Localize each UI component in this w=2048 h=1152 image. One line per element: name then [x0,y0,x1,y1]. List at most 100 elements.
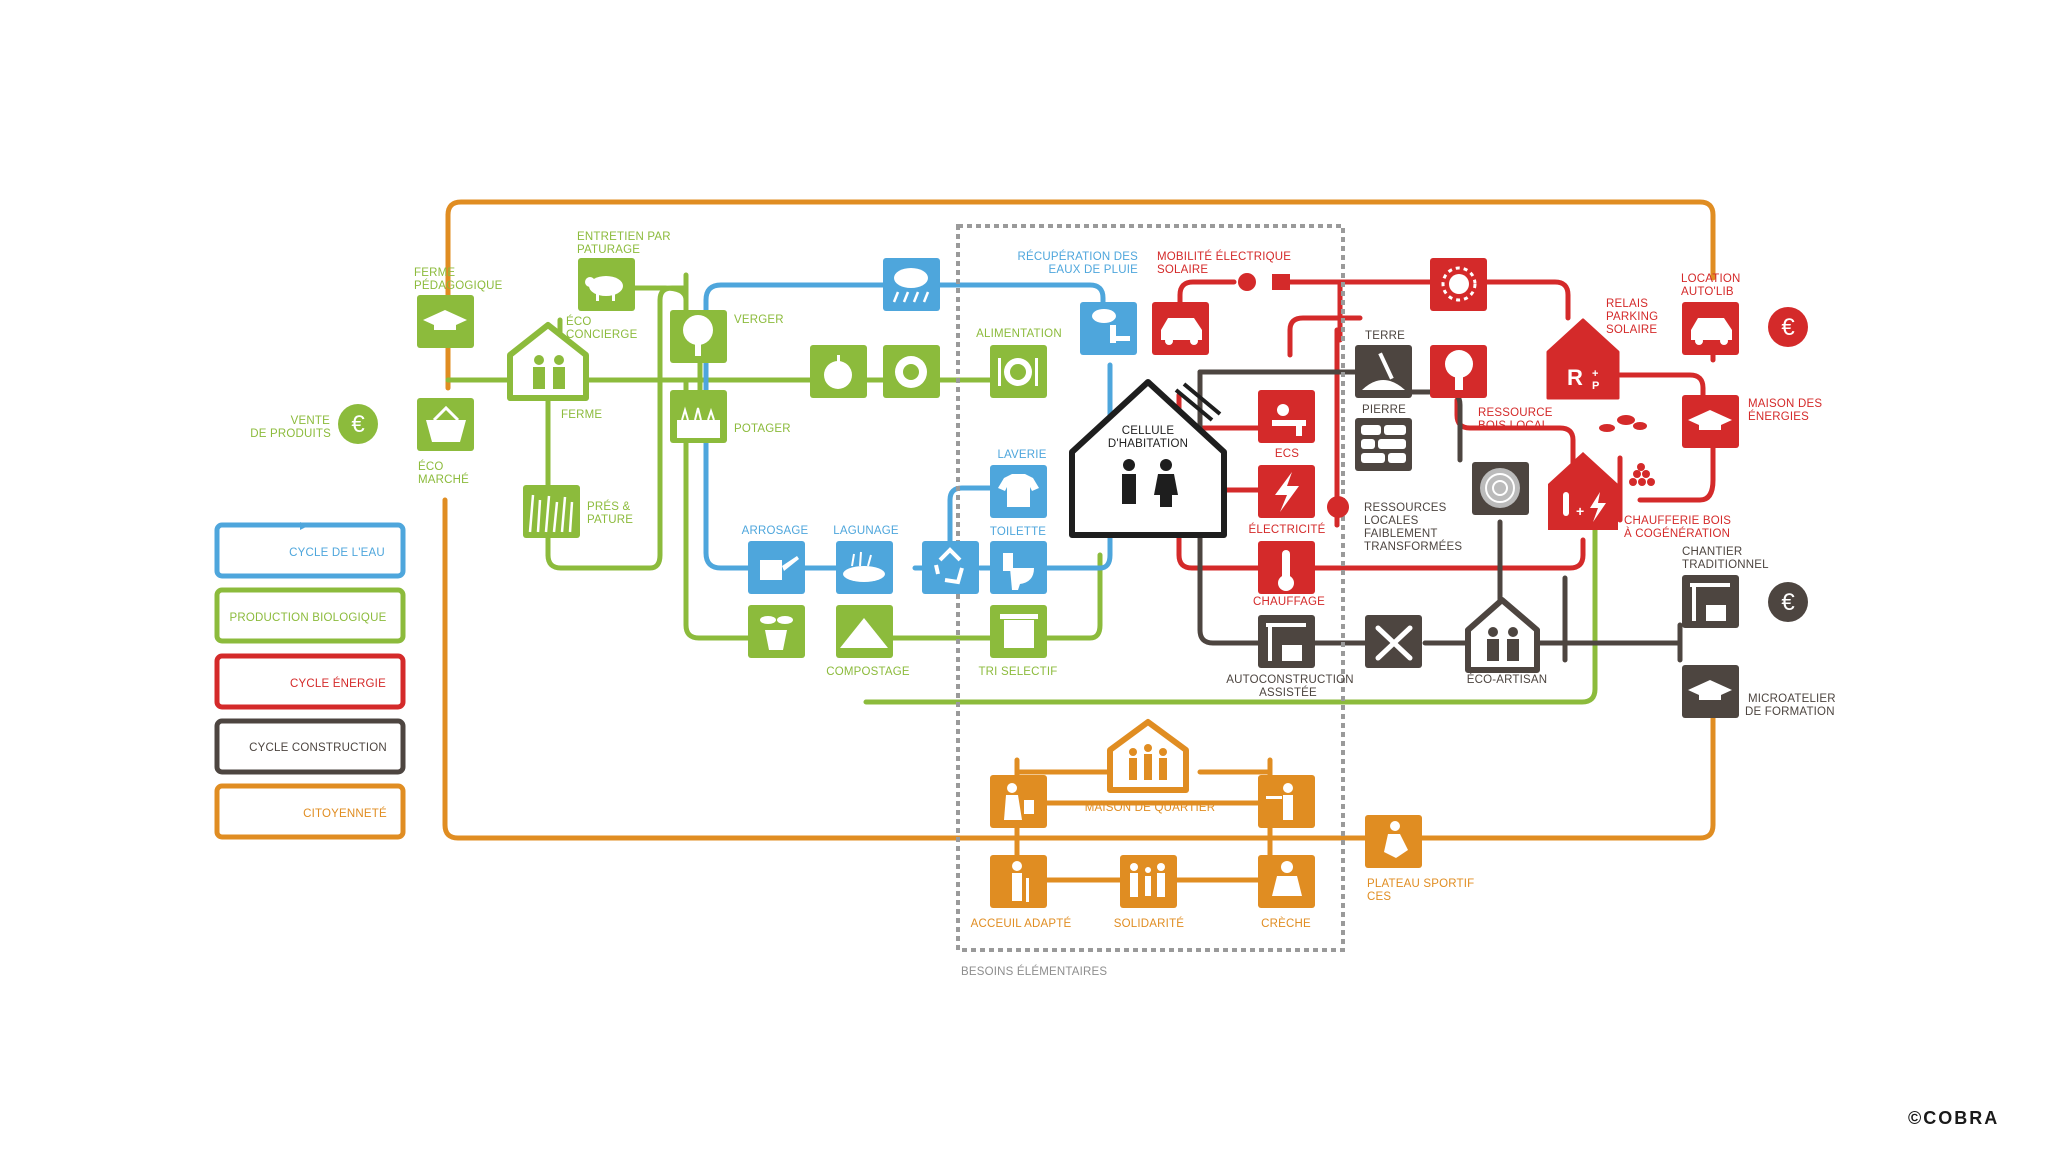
label-cellule-1: CELLULE [1122,425,1175,437]
baby-icon [1272,861,1302,896]
node-cellule-habitation [1069,379,1227,538]
sun-icon [1441,266,1477,302]
node-relais-parking: R+P [1546,318,1620,400]
label-relais-1: RELAIS [1606,298,1648,310]
node-chantier-euro: € [1768,582,1808,622]
label-chantier-1: CHANTIER [1682,546,1742,558]
node-log [1472,462,1529,515]
label-relais-3: SOLAIRE [1606,324,1657,336]
thermometer-icon [1278,550,1294,591]
sheep-icon [585,276,623,301]
node-cabbage [883,345,940,398]
label-ferme-pedagogique-1: FERME [414,267,455,279]
node-location-autolib [1682,302,1739,355]
label-maison-energies-1: MAISON DES [1748,398,1822,410]
teacher-icon [1266,783,1293,820]
node-sun [1430,258,1487,311]
pond-icon [843,551,885,582]
log-section-icon [1480,468,1520,508]
label-ressources-1: RESSOURCES [1364,502,1447,514]
crane-icon [1266,623,1306,661]
node-alimentation [990,345,1047,398]
legend-item-water: CYCLE DE L'EAU [214,522,406,579]
label-vente-2: DE PRODUITS [250,428,331,440]
electric-car-icon [1161,318,1202,345]
label-location-2: AUTO'LIB [1681,286,1734,298]
label-pres-2: PATURE [587,514,633,526]
label-plateau-1: PLATEAU SPORTIF [1367,878,1474,890]
label-besoins: BESOINS ÉLÉMENTAIRES [961,965,1107,978]
node-compostage [836,605,893,658]
label-maison-energies-2: ÉNERGIES [1748,410,1809,423]
label-plateau-2: CES [1367,891,1391,903]
node-maison-quartier [1107,719,1189,793]
apple-icon [824,355,852,389]
label-mobilite-1: MOBILITÉ ÉLECTRIQUE [1157,250,1291,263]
label-pierre: PIERRE [1362,404,1406,416]
node-arrosage [748,541,805,594]
node-pierre [1355,418,1412,471]
label-ferme: FERME [561,409,602,421]
hammer-wrench-icon [1375,625,1413,661]
label-eco-concierge-2: CONCIERGE [566,329,638,341]
plate-cutlery-icon [998,358,1038,386]
compost-heap-icon [840,618,888,648]
label-autoconstruction-1: AUTOCONSTRUCTION [1226,674,1354,686]
node-tri-selectif [990,605,1047,658]
label-vente-1: VENTE [291,415,330,427]
label-arrosage: ARROSAGE [742,525,809,537]
label-ressources-4: TRANSFORMÉES [1364,540,1462,553]
legend-label-energy: CYCLE ÉNERGIE [290,677,386,690]
label-autoconstruction-2: ASSISTÉE [1259,686,1317,699]
label-compostage: COMPOSTAGE [826,666,910,678]
node-ecs [1258,390,1315,443]
label-eco-marche-2: MARCHÉ [418,473,469,486]
legend-item-citizenship: CITOYENNETÉ [214,783,406,840]
label-creche: CRÈCHE [1261,917,1311,930]
node-plateau-sportif [1365,815,1422,868]
label-ressources-2: LOCALES [1364,515,1419,527]
label-chantier-2: TRADITIONNEL [1682,559,1769,571]
graduation-cap-icon [1688,410,1732,430]
node-entretien-paturage [578,258,635,311]
elder-cane-icon [1012,861,1029,902]
house-people-icon [533,355,565,389]
legend-item-bio: PRODUCTION BIOLOGIQUE [214,587,406,644]
label-maison-quartier: MAISON DE QUARTIER [1085,802,1216,814]
node-autoconstruction [1258,615,1315,668]
node-eco-artisan [1465,597,1540,673]
node-mobilite [1152,302,1209,355]
legend: CYCLE DE L'EAU PRODUCTION BIOLOGIQUE CYC… [214,522,406,840]
solar-water-heater-icon [1272,404,1306,436]
node-apple [810,345,867,398]
label-lagunage: LAGUNAGE [833,525,899,537]
legend-label-construction: CYCLE CONSTRUCTION [249,742,387,754]
node-location-euro: € [1768,307,1808,347]
electric-car-icon [1691,318,1732,345]
shovel-earth-icon [1362,352,1405,390]
house-people-icon [1487,627,1519,661]
label-potager: POTAGER [734,423,791,435]
parking-relais-icon: R+P [1567,365,1599,392]
label-laverie: LAVERIE [997,449,1046,461]
node-reading [990,775,1047,828]
node-eco-concierge [507,322,589,401]
euro-coin-icon: € [351,411,365,438]
couple-icon [1122,459,1178,507]
node-creche [1258,855,1315,908]
node-chantier-traditionnel [1682,575,1739,628]
label-location-1: LOCATION [1681,273,1741,285]
cogeneration-icon: + [1563,492,1606,522]
label-terre: TERRE [1365,330,1405,342]
euro-coin-icon: € [1781,314,1795,341]
label-cellule-2: D'HABITATION [1108,438,1188,450]
node-vente-euro: € [338,404,378,444]
stone-wall-icon [1361,425,1406,463]
label-electricite: ÉLECTRICITÉ [1249,523,1326,536]
node-microatelier [1682,665,1739,718]
label-entretien-2: PATURAGE [577,244,640,256]
label-pres-1: PRÉS & [587,500,631,513]
node-recuperation [1080,302,1137,355]
label-recuperation-1: RÉCUPÉRATION DES [1017,250,1138,263]
